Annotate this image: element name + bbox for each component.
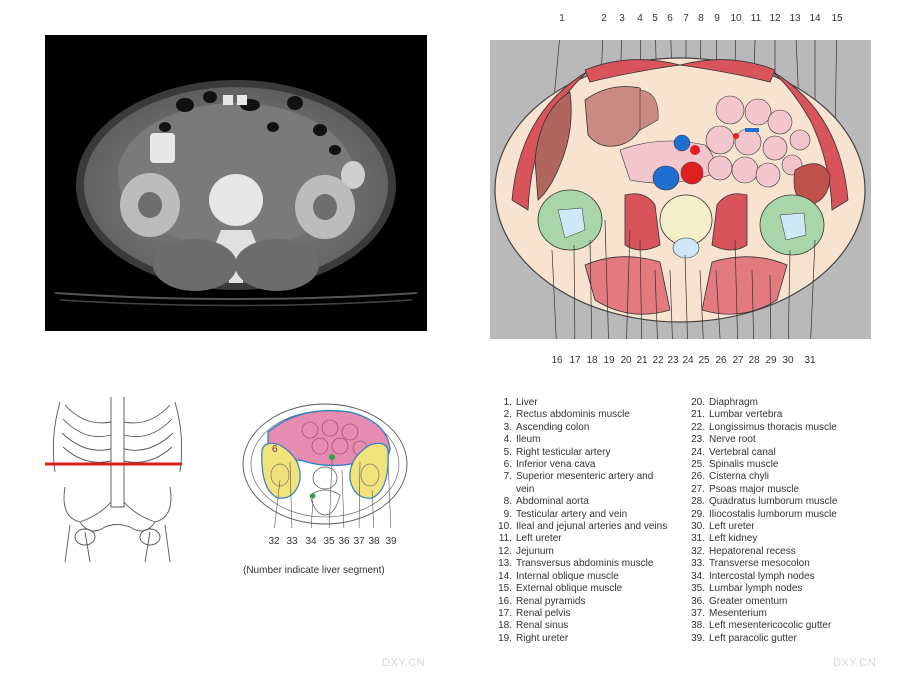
legend-item: 24.Vertebral canal — [691, 446, 776, 458]
label-number: 34 — [305, 536, 317, 547]
legend-item: 36.Greater omentum — [691, 595, 788, 607]
label-number: 1 — [559, 13, 565, 24]
skeleton-level-thumbnail — [45, 397, 183, 562]
label-number: 13 — [789, 13, 801, 24]
liver-segment-number: 6 — [272, 444, 278, 455]
label-number: 39 — [385, 536, 397, 547]
label-number: 5 — [652, 13, 658, 24]
cross-section-diagram — [490, 40, 871, 339]
label-number: 11 — [750, 13, 762, 24]
label-number: 31 — [804, 355, 816, 366]
label-number: 10 — [730, 13, 742, 24]
legend-item: 22.Longissimus thoracis muscle — [691, 421, 837, 433]
legend-item: 28.Quadratus lumborum muscle — [691, 496, 838, 508]
legend-item: 17.Renal pelvis — [498, 607, 571, 619]
label-number: 16 — [551, 355, 563, 366]
label-number: 14 — [809, 13, 821, 24]
legend-item: 25.Spinalis muscle — [691, 459, 779, 471]
label-number: 3 — [619, 13, 625, 24]
legend-item: 2.Rectus abdominis muscle — [503, 409, 630, 421]
legend-item: 35.Lumbar lymph nodes — [691, 583, 803, 595]
label-number: 9 — [714, 13, 720, 24]
legend-item: 19.Right ureter — [498, 632, 569, 644]
label-number: 33 — [286, 536, 298, 547]
label-number: 32 — [268, 536, 280, 547]
legend-item: 38.Left mesentericocolic gutter — [691, 620, 832, 632]
label-number: 19 — [603, 355, 615, 366]
segment-numbers: 32 33 34 35 36 37 38 39 — [0, 536, 900, 550]
label-number: 18 — [586, 355, 598, 366]
label-number: 6 — [667, 13, 673, 24]
legend-item: 1.Liver — [503, 397, 538, 408]
legend-item: 6.Inferior vena cava — [503, 459, 596, 471]
legend-item: 4.Ileum — [503, 434, 541, 446]
bottom-structure-numbers: 16 17 18 19 20 21 22 23 24 25 26 27 28 2… — [0, 355, 900, 369]
legend-item: 14.Internal oblique muscle — [498, 570, 619, 582]
label-number: 38 — [368, 536, 380, 547]
label-number: 35 — [323, 536, 335, 547]
label-number: 21 — [636, 355, 648, 366]
legend-item: 39.Left paracolic gutter — [691, 632, 797, 644]
legend-item: 26.Cisterna chyli — [691, 471, 770, 483]
label-number: 24 — [682, 355, 694, 366]
label-number: 27 — [732, 355, 744, 366]
legend-item: 16.Renal pyramids — [498, 595, 586, 607]
legend-item: 31.Left kidney — [691, 533, 758, 545]
legend-item: 13.Transversus abdominis muscle — [498, 558, 654, 570]
label-number: 29 — [765, 355, 777, 366]
legend-item: 33.Transverse mesocolon — [691, 558, 810, 570]
label-number: 2 — [601, 13, 607, 24]
legend-item: 9.Testicular artery and vein — [503, 508, 628, 520]
label-number: 8 — [698, 13, 704, 24]
legend-item: 10.Ileal and jejunal arteries and veins — [498, 521, 668, 533]
legend-item: 29.Iliocostalis lumborum muscle — [691, 508, 837, 520]
label-number: 4 — [637, 13, 643, 24]
liver-segment-diagram: 6 — [242, 403, 408, 528]
ct-scan-image — [45, 35, 427, 331]
segment-caption: (Number indicate liver segment) — [243, 565, 385, 576]
legend-column-1: 1.Liver 2.Rectus abdominis muscle 3.Asce… — [490, 397, 667, 645]
legend-item: 23.Nerve root — [691, 434, 756, 446]
label-number: 17 — [569, 355, 581, 366]
legend-item: 34.Intercostal lymph nodes — [691, 570, 815, 582]
top-structure-numbers: 1 2 3 4 5 6 7 8 9 10 11 12 13 14 15 — [0, 13, 900, 27]
legend-item: 37.Mesenterium — [691, 607, 767, 619]
legend-item: 15.External oblique muscle — [498, 583, 623, 595]
label-number: 15 — [831, 13, 843, 24]
watermark-right: DXY.CN — [833, 657, 877, 669]
label-number: 36 — [338, 536, 350, 547]
label-number: 23 — [667, 355, 679, 366]
legend-item: 12.Jejunum — [498, 545, 554, 557]
legend-item: 7.Superior mesenteric artery and — [503, 471, 654, 483]
watermark-left: DXY.CN — [382, 657, 426, 669]
label-number: 30 — [782, 355, 794, 366]
label-number: 26 — [715, 355, 727, 366]
legend-item: vein — [516, 483, 535, 495]
legend-item: 11.Left ureter — [498, 533, 562, 545]
legend-item: 21.Lumbar vertebra — [691, 409, 783, 421]
legend-item: 8.Abdominal aorta — [503, 496, 589, 508]
legend-item: 5.Right testicular artery — [503, 446, 611, 458]
legend-item: 30.Left ureter — [691, 521, 755, 533]
legend-item: 18.Renal sinus — [498, 620, 569, 632]
legend-item: 3.Ascending colon — [503, 421, 590, 433]
legend-item: 27.Psoas major muscle — [691, 483, 800, 495]
legend-item: 32.Hepatorenal recess — [691, 545, 796, 557]
label-number: 7 — [683, 13, 689, 24]
legend-column-2: 20.Diaphragm 21.Lumbar vertebra 22.Longi… — [683, 397, 837, 645]
label-number: 20 — [620, 355, 632, 366]
label-number: 37 — [353, 536, 365, 547]
label-number: 25 — [698, 355, 710, 366]
label-number: 28 — [748, 355, 760, 366]
label-number: 12 — [769, 13, 781, 24]
label-number: 22 — [652, 355, 664, 366]
legend-item: 20.Diaphragm — [691, 397, 758, 408]
